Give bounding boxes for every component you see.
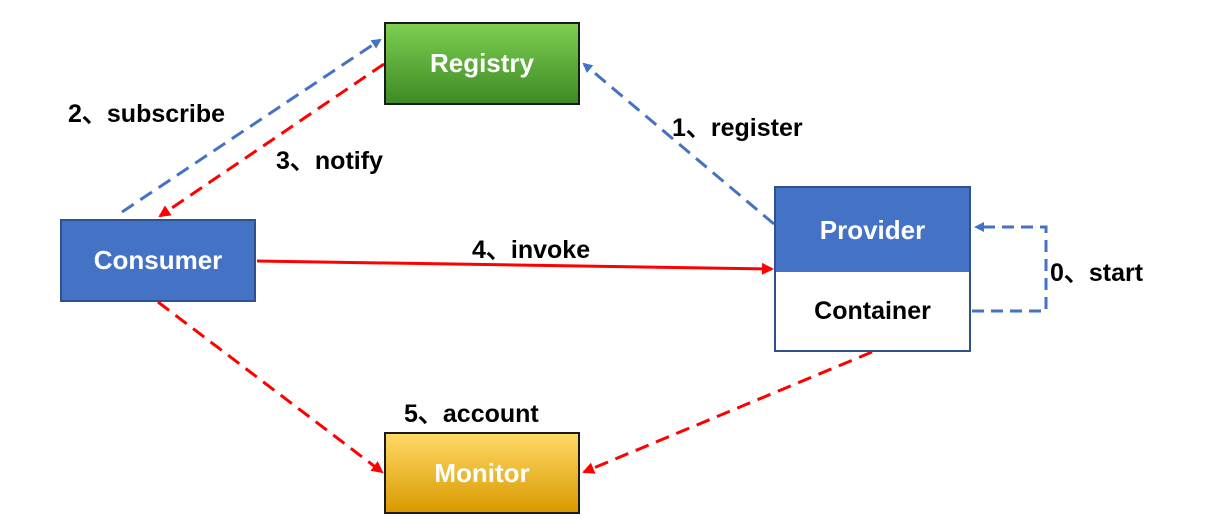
edge-account-consumer-arrow — [157, 300, 384, 474]
edge-notify-arrow — [158, 62, 385, 218]
edge-label-notify: 3、notify — [276, 147, 383, 175]
container-section: Container — [776, 272, 969, 350]
provider-node: Provider Container — [774, 186, 971, 352]
provider-label: Provider — [819, 214, 926, 245]
registry-label: Registry — [429, 48, 535, 78]
edge-account-provider-arrow — [582, 350, 873, 474]
registry-node: Registry — [384, 22, 580, 105]
consumer-label: Consumer — [93, 245, 223, 275]
consumer-node: Consumer — [60, 219, 256, 302]
monitor-node: Monitor — [384, 432, 580, 514]
edge-subscribe-arrow — [121, 38, 382, 214]
edge-label-subscribe: 2、subscribe — [68, 100, 226, 128]
edge-label-invoke: 4、invoke — [472, 236, 591, 264]
edge-start-arrow — [972, 222, 1048, 313]
edge-label-account: 5、account — [404, 400, 539, 428]
edge-invoke-arrow — [256, 259, 774, 275]
container-label: Container — [814, 296, 931, 325]
edge-register-arrow — [582, 62, 775, 226]
edge-label-start: 0、start — [1050, 259, 1144, 287]
monitor-label: Monitor — [434, 457, 530, 488]
provider-section: Provider — [776, 188, 969, 272]
edge-label-register: 1、register — [672, 114, 803, 142]
